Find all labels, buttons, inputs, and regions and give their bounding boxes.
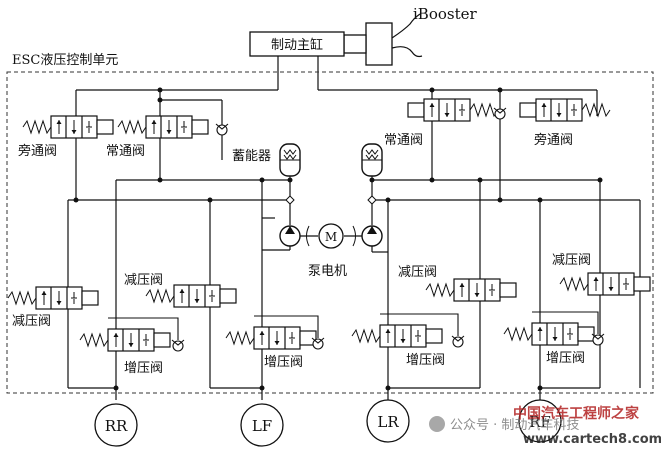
label-decrease-mid-right: 减压阀 xyxy=(398,265,437,280)
wheel-rf: RF xyxy=(518,399,562,443)
accumulator-right xyxy=(361,143,383,205)
watermark-url: www.cartech8.com xyxy=(523,432,661,447)
wheel-lf: LF xyxy=(240,403,284,447)
watermark: 公众号 · 制动汽车科技 中国汽车工程师之家 www.cartech8.com xyxy=(429,405,661,447)
valve-decrease-far-right xyxy=(559,272,651,296)
label-increase-1: 增压阀 xyxy=(124,361,163,376)
wechat-icon xyxy=(429,416,445,432)
pump-motor-label: 泵电机 xyxy=(308,264,347,279)
wheel-lr: LR xyxy=(366,399,410,443)
accumulator-left xyxy=(279,143,301,205)
label-normal-right: 常通阀 xyxy=(384,133,423,148)
valve-increase-3 xyxy=(351,313,465,348)
wheel-rf-label: RF xyxy=(529,413,551,431)
pump-right xyxy=(361,225,383,247)
watermark-brand: 中国汽车工程师之家 xyxy=(513,405,640,422)
valve-decrease-far-left xyxy=(7,286,99,310)
valve-decrease-mid-right xyxy=(425,278,517,302)
valve-increase-1 xyxy=(79,317,185,352)
master-cylinder-box xyxy=(249,31,345,57)
wheel-lr-label: LR xyxy=(377,413,399,431)
master-cylinder-outlets xyxy=(76,56,597,91)
pump-left xyxy=(279,225,301,247)
valve-increase-4 xyxy=(503,311,605,346)
valve-normal-open-left xyxy=(117,115,229,139)
valve-decrease-mid-left xyxy=(145,284,237,308)
label-increase-4: 增压阀 xyxy=(546,351,585,366)
label-decrease-far-left: 减压阀 xyxy=(12,314,51,329)
wheel-rr: RR xyxy=(94,403,138,447)
motor xyxy=(306,223,356,249)
label-increase-3: 增压阀 xyxy=(406,353,445,368)
watermark-account: 公众号 · 制动汽车科技 xyxy=(450,417,579,433)
label-increase-2: 增压阀 xyxy=(264,355,303,370)
valve-increase-2 xyxy=(225,315,325,350)
valve-normal-open-right xyxy=(407,98,507,122)
wheel-rr-label: RR xyxy=(105,417,128,435)
label-normal-left: 常通阀 xyxy=(106,144,145,159)
label-decrease-far-right: 减压阀 xyxy=(552,253,591,268)
esc-unit-boundary xyxy=(6,71,654,394)
booster-label: iBooster xyxy=(413,5,477,23)
master-cylinder-label: 制动主缸 xyxy=(271,37,323,53)
label-decrease-mid-left: 减压阀 xyxy=(124,273,163,288)
booster-symbol xyxy=(343,13,423,66)
accumulator-label: 蓄能器 xyxy=(232,149,271,164)
esc-unit-title: ESC液压控制单元 xyxy=(12,53,118,68)
label-bypass-left: 旁通阀 xyxy=(18,143,57,159)
valve-bypass-left xyxy=(22,115,114,139)
label-bypass-right: 旁通阀 xyxy=(534,132,573,148)
wheel-lf-label: LF xyxy=(252,417,272,435)
motor-symbol: M xyxy=(325,230,337,244)
